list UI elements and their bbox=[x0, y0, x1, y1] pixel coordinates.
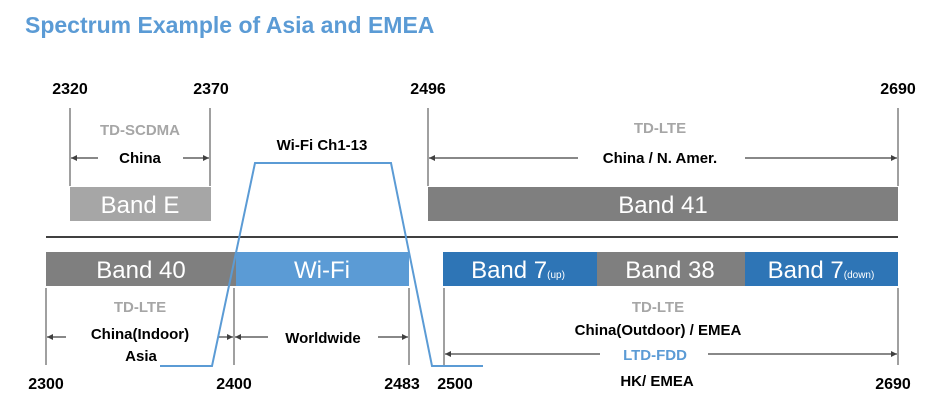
band-40-system: TD-LTE bbox=[114, 299, 166, 316]
wifi-region: Worldwide bbox=[285, 330, 361, 347]
tick-2400: 2400 bbox=[216, 376, 252, 393]
band-41-label: Band 41 bbox=[618, 192, 707, 219]
band-41-region: China / N. Amer. bbox=[603, 150, 717, 167]
tick-2300: 2300 bbox=[28, 376, 64, 393]
wifi-label: Wi-Fi bbox=[294, 257, 350, 284]
tick-2500: 2500 bbox=[437, 376, 473, 393]
band-7-down-text: Band 7 bbox=[768, 257, 844, 284]
wifi-channel-mask bbox=[160, 162, 483, 367]
band-7-up-bar bbox=[443, 252, 597, 286]
band-41-system: TD-LTE bbox=[634, 120, 686, 137]
band-e-system: TD-SCDMA bbox=[100, 122, 180, 139]
band-7-down-suffix: (down) bbox=[844, 270, 875, 281]
right-region-china-emea: China(Outdoor) / EMEA bbox=[575, 322, 742, 339]
band-e-region: China bbox=[119, 150, 161, 167]
right-system-td-lte: TD-LTE bbox=[632, 299, 684, 316]
band-7-up-text: Band 7 bbox=[471, 257, 547, 284]
right-system-lte-fdd: LTD-FDD bbox=[623, 347, 687, 364]
band-41-bar bbox=[428, 187, 898, 221]
tick-2690-top: 2690 bbox=[880, 81, 916, 98]
band-7-down-bar bbox=[745, 252, 898, 286]
band-38-bar bbox=[597, 252, 745, 286]
band-7-down-label: Band 7(down) bbox=[768, 257, 875, 284]
band-40-bar bbox=[46, 252, 236, 286]
right-region-hk-emea: HK/ EMEA bbox=[620, 373, 694, 390]
band-40-label: Band 40 bbox=[96, 257, 185, 284]
band-7-up-label: Band 7(up) bbox=[471, 257, 565, 284]
tick-2370: 2370 bbox=[193, 81, 229, 98]
tick-2496: 2496 bbox=[410, 81, 446, 98]
band-40-region-line2: Asia bbox=[125, 348, 157, 365]
wifi-bar bbox=[236, 252, 409, 286]
band-7-up-suffix: (up) bbox=[547, 270, 565, 281]
tick-2483: 2483 bbox=[384, 376, 420, 393]
band-e-bar bbox=[70, 187, 211, 221]
band-38-label: Band 38 bbox=[625, 257, 714, 284]
bottom-boundary-lines bbox=[45, 288, 899, 365]
band-e-label: Band E bbox=[101, 192, 180, 219]
page-title: Spectrum Example of Asia and EMEA bbox=[25, 12, 434, 38]
tick-2320: 2320 bbox=[52, 81, 88, 98]
top-boundary-lines bbox=[69, 108, 899, 186]
wifi-channels-label: Wi-Fi Ch1-13 bbox=[277, 137, 368, 154]
band-40-region-line1: China(Indoor) bbox=[91, 326, 189, 343]
tick-2690-bottom: 2690 bbox=[875, 376, 911, 393]
